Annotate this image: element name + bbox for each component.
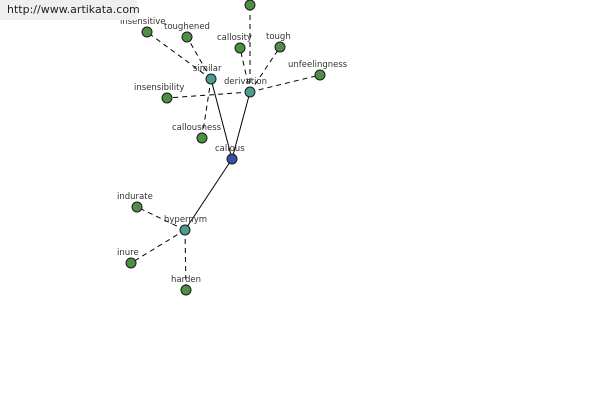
node-label-callosity: callosity bbox=[217, 33, 252, 43]
edge-similar-insensitive bbox=[146, 31, 212, 80]
node-insensitive[interactable] bbox=[141, 26, 153, 38]
node-insensibility[interactable] bbox=[161, 92, 173, 104]
node-label-unfeelingness: unfeelingness bbox=[288, 60, 348, 70]
source-url-banner[interactable]: http://www.artikata.com bbox=[0, 0, 140, 20]
edge-derivation-tough bbox=[249, 46, 281, 93]
node-label-harden: harden bbox=[171, 275, 201, 285]
node-label-insensibility: insensibility bbox=[134, 83, 184, 93]
node-unfeelingness[interactable] bbox=[314, 69, 326, 81]
edge-callous-similar bbox=[210, 78, 233, 160]
node-label-inure: inure bbox=[117, 248, 139, 258]
nodes-layer bbox=[125, 0, 326, 296]
node-inure[interactable] bbox=[125, 257, 137, 269]
edges-layer bbox=[130, 5, 321, 291]
node-callosity[interactable] bbox=[234, 42, 246, 54]
node-top-node[interactable] bbox=[244, 0, 256, 11]
node-label-indurate: indurate bbox=[117, 192, 153, 202]
edge-callous-derivation bbox=[231, 91, 251, 160]
node-label-similar: similar bbox=[193, 64, 222, 74]
edge-hypernym-harden bbox=[184, 229, 187, 291]
edge-derivation-insensibility bbox=[166, 91, 251, 99]
node-callousness[interactable] bbox=[196, 132, 208, 144]
edge-derivation-callosity bbox=[239, 47, 251, 93]
node-tough[interactable] bbox=[274, 41, 286, 53]
node-label-tough: tough bbox=[266, 32, 291, 42]
node-similar[interactable] bbox=[205, 73, 217, 85]
edge-callous-hypernym bbox=[184, 158, 233, 231]
node-label-hypernym: hypernym bbox=[164, 215, 207, 225]
node-harden[interactable] bbox=[180, 284, 192, 296]
node-callous[interactable] bbox=[226, 153, 238, 165]
node-label-derivation: derivation bbox=[224, 77, 267, 87]
node-label-toughened: toughened bbox=[164, 22, 210, 32]
edge-similar-callousness bbox=[201, 78, 212, 139]
node-label-insensitive: insensitive bbox=[120, 17, 166, 27]
node-toughened[interactable] bbox=[181, 31, 193, 43]
node-label-callous: callous bbox=[215, 144, 245, 154]
node-label-callousness: callousness bbox=[172, 123, 222, 133]
edge-hypernym-inure bbox=[130, 229, 186, 264]
node-hypernym[interactable] bbox=[179, 224, 191, 236]
edge-similar-toughened bbox=[186, 36, 212, 80]
node-derivation[interactable] bbox=[244, 86, 256, 98]
node-indurate[interactable] bbox=[131, 201, 143, 213]
edge-derivation-unfeelingness bbox=[249, 74, 321, 93]
